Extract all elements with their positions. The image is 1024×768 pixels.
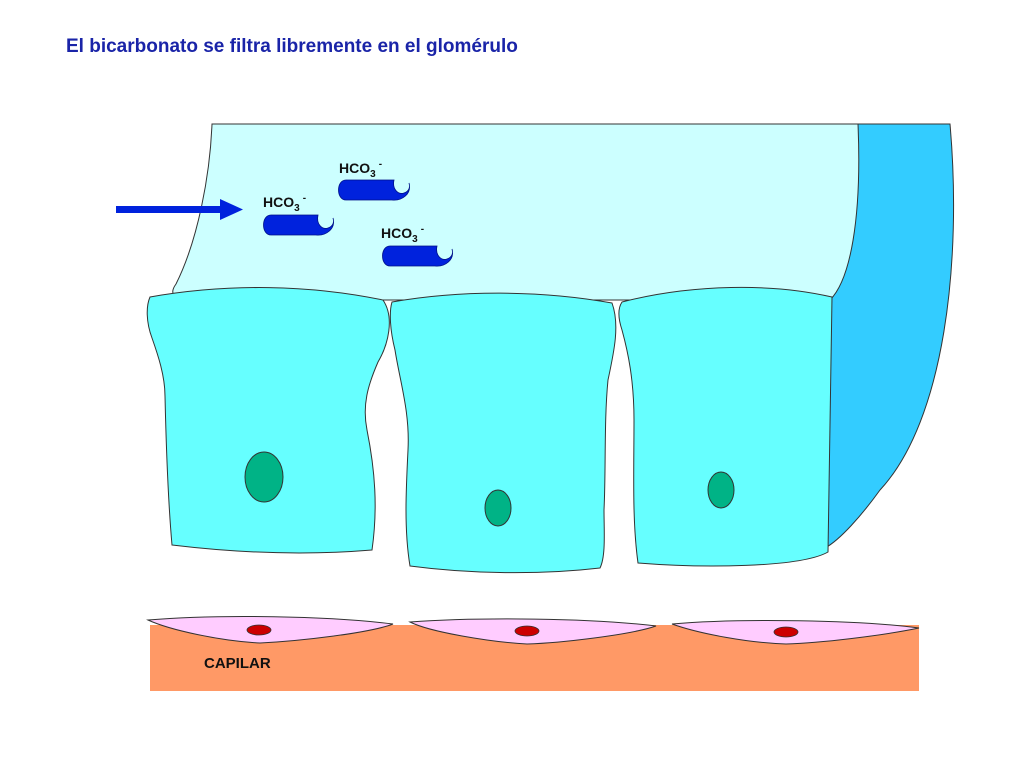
svg-text:HCO3-: HCO3- (339, 159, 382, 180)
tubule-lumen (172, 123, 861, 301)
page-title: El bicarbonato se filtra libremente en e… (66, 36, 518, 57)
cell-nucleus (484, 489, 512, 527)
svg-text:HCO3-: HCO3- (381, 224, 424, 245)
bicarbonate-ion: HCO3- (263, 193, 334, 236)
svg-text:HCO3-: HCO3- (263, 193, 306, 214)
endothelial-nucleus (514, 625, 540, 637)
tubule-wall (824, 123, 955, 549)
epithelial-cell (146, 287, 390, 554)
epithelial-cell (389, 292, 617, 574)
epithelial-cell (618, 286, 833, 567)
filtration-arrow (116, 199, 243, 220)
endothelial-nucleus (773, 626, 799, 638)
endothelial-nucleus (246, 624, 272, 636)
cell-nucleus (707, 471, 735, 509)
capillary-label: CAPILAR (204, 655, 271, 672)
bicarbonate-ion: HCO3- (338, 159, 410, 201)
cell-nucleus (244, 451, 284, 503)
bicarbonate-ion: HCO3- (381, 224, 453, 267)
